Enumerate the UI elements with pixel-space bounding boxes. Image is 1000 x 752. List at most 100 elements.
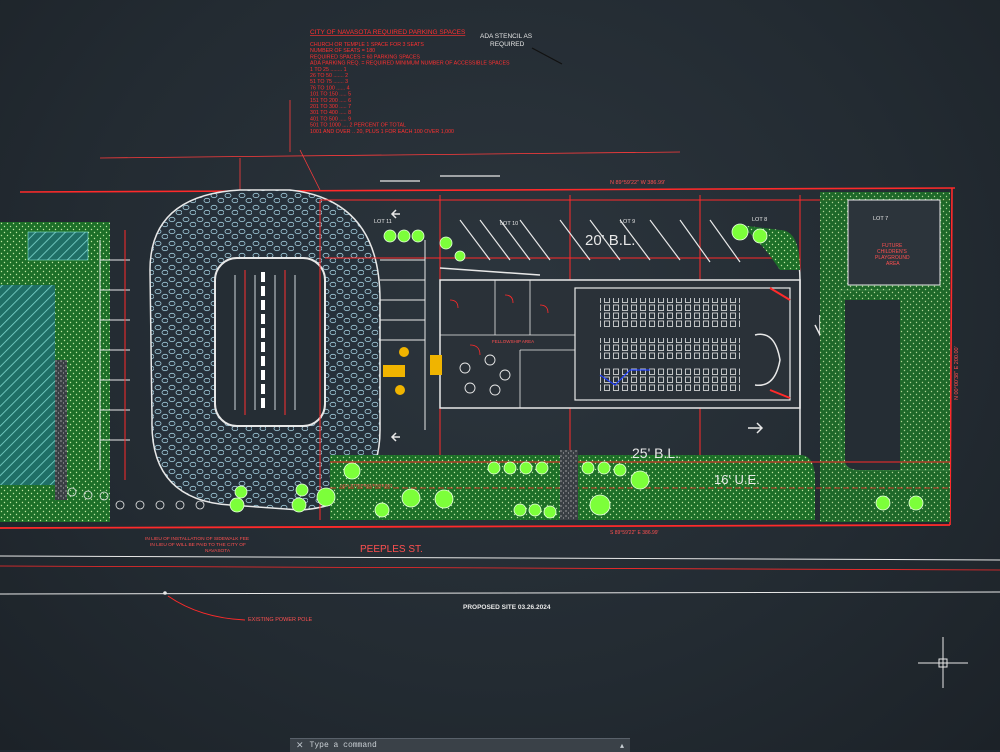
parking-calc-lines: CHURCH OR TEMPLE 1 SPACE FOR 3 SEATSNUMB…	[310, 42, 510, 135]
trees	[67, 223, 924, 519]
tree-symbol	[295, 483, 309, 497]
oval-inner-stalls	[234, 275, 296, 410]
tree-symbol	[229, 497, 245, 513]
flow-arrow-right	[748, 422, 764, 434]
power-pole-label: EXISTING POWER POLE	[248, 617, 313, 623]
bearing-top: N 89°59'22" W 386.99'	[610, 180, 665, 186]
tree-symbol	[454, 250, 466, 262]
street-name: PEEPLES ST.	[360, 544, 423, 555]
tree-symbol	[383, 229, 397, 243]
fellowship-tables	[459, 354, 511, 396]
tree-symbol	[397, 229, 411, 243]
tree-symbol	[291, 497, 307, 513]
buffer-note-3: NAVASOTA	[205, 548, 231, 554]
tree-symbol	[234, 485, 248, 499]
ada-hatch	[383, 365, 405, 377]
pews-row-1	[600, 298, 740, 328]
chevron-up-icon[interactable]: ▴	[619, 741, 624, 750]
lot-7-pavement	[845, 300, 900, 470]
crosshair-cursor[interactable]	[918, 637, 968, 688]
corner-landscape	[740, 225, 800, 270]
parking-calc-line: 1001 AND OVER .. 20, PLUS 1 FOR EACH 100…	[310, 129, 454, 135]
ada-striping-label: ADA STRIPING/PARKING	[340, 483, 393, 488]
command-line[interactable]: ✕ Type a command ▴	[290, 738, 630, 752]
tree-symbol	[535, 461, 549, 475]
water-line	[599, 369, 650, 386]
tree-symbol	[630, 470, 650, 490]
power-pole-leader	[167, 595, 246, 621]
shrub-symbol	[99, 491, 109, 501]
door-swings	[449, 294, 549, 356]
drive-aisle-edge	[439, 267, 541, 276]
rear-building-line-label: 20' B.L.	[585, 232, 635, 249]
shrub-symbol	[155, 500, 165, 510]
shrub-symbol	[67, 487, 77, 497]
entry-canopy	[430, 355, 442, 375]
church-building: FELLOWSHIP AREA	[439, 279, 801, 409]
parking-calc-line: 26 TO 50 ....... 2	[310, 73, 348, 79]
ada-leader-line	[531, 47, 563, 65]
tree-symbol	[343, 462, 361, 480]
street-centerline	[0, 565, 1000, 571]
tree-symbol	[487, 461, 501, 475]
property-line-top	[19, 187, 956, 193]
command-input[interactable]: Type a command	[309, 741, 377, 750]
parking-calc-line: REQUIRED SPACES = 60 PARKING SPACES	[310, 54, 420, 60]
sheet-title: PROPOSED SITE 03.26.2024	[463, 604, 551, 611]
ada-symbol-1	[399, 347, 409, 357]
chancel	[754, 333, 781, 387]
parking-calculation-table: CITY OF NAVASOTA REQUIRED PARKING SPACES…	[310, 29, 510, 135]
tree-symbol	[597, 461, 611, 475]
parking-calc-title: CITY OF NAVASOTA REQUIRED PARKING SPACES	[310, 29, 466, 36]
property-line-bottom	[0, 524, 951, 529]
parking-calc-line: 76 TO 100 ...... 4	[310, 85, 350, 91]
flow-arrow-left-2	[390, 432, 400, 442]
tree-symbol	[581, 461, 595, 475]
shrub-symbol	[135, 500, 145, 510]
parking-calc-line: 51 TO 75 ....... 3	[310, 79, 348, 85]
street-edge-top	[0, 555, 1000, 561]
pews-row-3	[600, 368, 740, 392]
property-line-right	[949, 187, 953, 526]
tree-symbol	[589, 494, 611, 516]
future-line3: PLAYGROUND	[875, 255, 910, 261]
shrub-symbol	[115, 500, 125, 510]
power-pole-symbol	[163, 591, 167, 595]
tree-symbol	[316, 487, 336, 507]
ada-stencil-line1: ADA STENCIL AS	[480, 33, 533, 40]
upper-red-linework	[99, 100, 681, 191]
front-walk	[560, 450, 578, 520]
lot-8-label: LOT 8	[752, 217, 767, 223]
tree-symbol	[613, 463, 627, 477]
angled-parking-stripes	[459, 219, 741, 263]
close-command-icon[interactable]: ✕	[296, 740, 304, 750]
tree-symbol	[908, 495, 924, 511]
tree-symbol	[434, 489, 454, 509]
lot-10-label: LOT 10	[500, 221, 518, 227]
ada-stencil-note: ADA STENCIL AS REQUIRED	[480, 33, 563, 65]
tree-symbol	[374, 502, 390, 518]
parking-calc-line: 1 TO 25 ........ 1	[310, 67, 347, 73]
utility-easement-label: 16' U.E.	[714, 472, 760, 487]
lot-7-label: LOT 7	[873, 216, 888, 222]
parking-calc-line: 301 TO 400 ..... 8	[310, 110, 351, 116]
ada-symbol-2	[395, 385, 405, 395]
parking-calc-line: NUMBER OF SEATS = 180	[310, 48, 375, 54]
buffer-note-1: IN LIEU OF INSTALLATION OF SIDEWALK FEE	[145, 536, 249, 542]
shrub-symbol	[195, 500, 205, 510]
tree-symbol	[401, 488, 421, 508]
bearing-bottom: S 89°59'22" E 386.99'	[610, 530, 659, 536]
tree-symbol	[731, 223, 749, 241]
future-line2: CHILDREN'S	[877, 249, 908, 255]
stair-mark	[769, 287, 791, 301]
parking-calc-line: CHURCH OR TEMPLE 1 SPACE FOR 3 SEATS	[310, 42, 424, 48]
future-playground	[847, 199, 941, 286]
parking-calc-line: ADA PARKING REQ. = REQUIRED MINIMUM NUMB…	[310, 61, 510, 67]
tree-symbol	[752, 228, 768, 244]
tree-symbol	[875, 495, 891, 511]
pews-row-2	[600, 338, 740, 360]
tree-symbol	[528, 503, 542, 517]
front-building-line-label: 25' B.L.	[632, 445, 679, 461]
